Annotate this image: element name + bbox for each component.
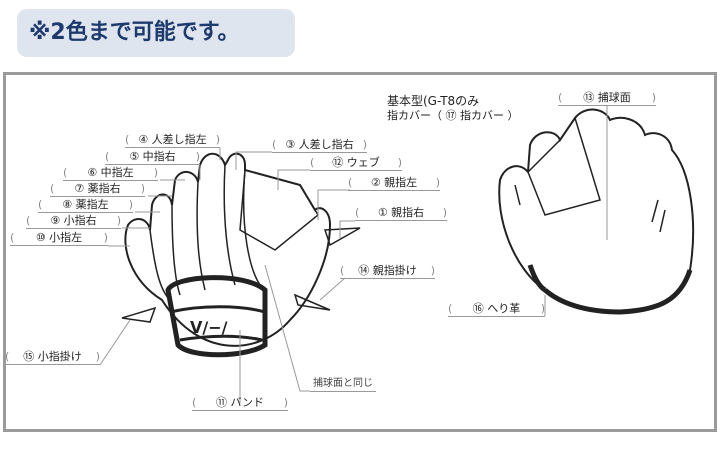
band (165, 275, 268, 358)
label-index-left: (④ 人差し指左) (125, 133, 220, 148)
color-note-badge: ※2色まで可能です。 (17, 9, 295, 57)
label-pinky-hook: (⑮ 小指掛け) (5, 350, 100, 365)
label-middle-left: (⑥ 中指左) (63, 166, 158, 181)
label-same-as-palm: 捕球面と同じ (310, 377, 376, 392)
label-thumb-right: (① 親指右) (355, 206, 447, 221)
note-finger-cover: 指カバー（ ⑰ 指カバー ） (387, 109, 519, 122)
finger-cover (323, 227, 361, 247)
label-middle-right: (⑤ 中指右) (105, 150, 200, 165)
logo: ᐯ/−/ (190, 318, 228, 337)
pinky-hook (121, 306, 157, 323)
diagram-frame (3, 72, 717, 432)
leader-lines (99, 106, 608, 403)
label-pinky-left: (⑩ 小指左) (10, 231, 108, 246)
label-edge-leather: (⑯ へり革) (448, 302, 545, 317)
label-pinky-right: (⑨ 小指右) (26, 214, 121, 229)
label-thumb-left: (② 親指左) (348, 176, 440, 191)
label-index-right: (③ 人差し指右) (272, 138, 367, 153)
label-band: (⑪ バンド) (192, 396, 288, 411)
thumb-hook (293, 293, 331, 311)
note-basic-model: 基本型(G-T8のみ (387, 94, 480, 108)
label-palm: (⑬ 捕球面) (558, 91, 656, 106)
label-thumb-hook: (⑭ 親指掛け) (340, 264, 435, 279)
label-ring-left: (⑧ 薬指左) (38, 198, 133, 213)
web (239, 169, 319, 251)
label-web: (⑫ ウェブ) (310, 156, 402, 171)
glove-back-outline (124, 152, 332, 347)
glove-palm-outline (498, 108, 695, 314)
label-ring-right: (⑦ 薬指右) (50, 182, 145, 197)
